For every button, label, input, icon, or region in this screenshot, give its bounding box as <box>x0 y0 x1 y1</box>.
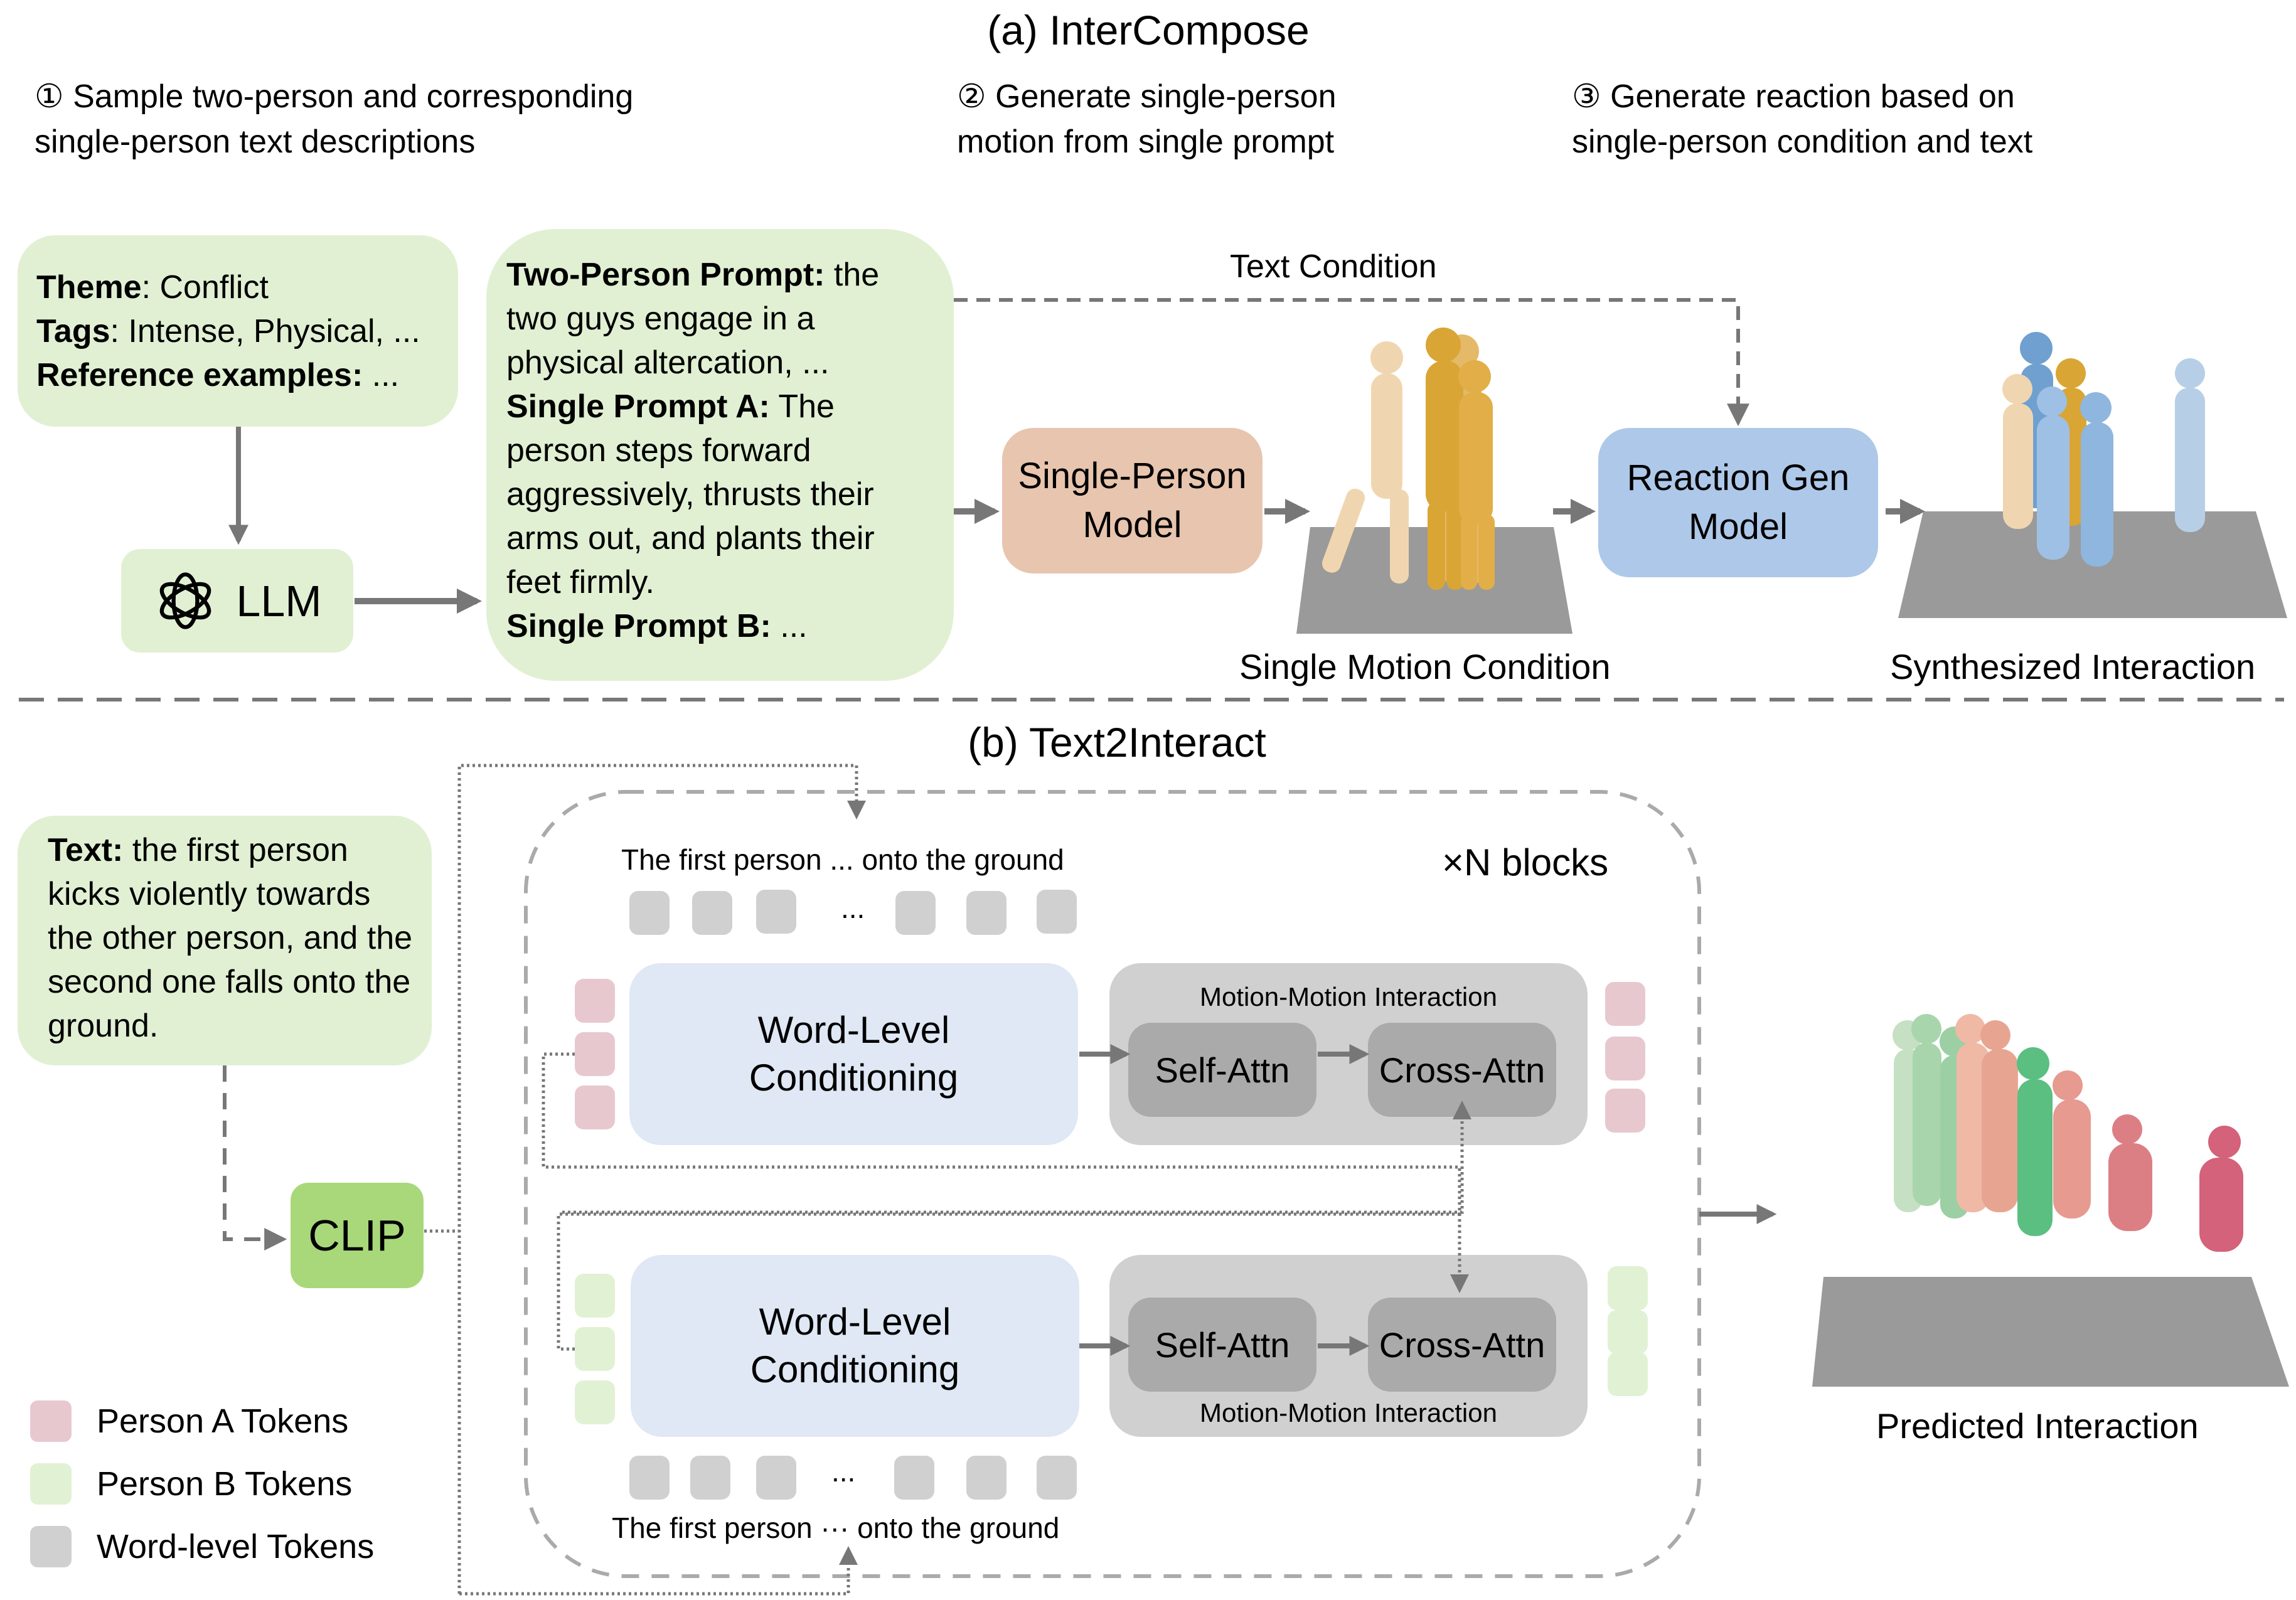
llm-box: LLM <box>121 549 353 653</box>
legend: Person A Tokens Person B Tokens Word-lev… <box>30 1390 374 1578</box>
input-text-box: Text: the first person kicks violently t… <box>18 816 432 1065</box>
person-a-token <box>1605 982 1645 1026</box>
tokens-ellipsis: ... <box>841 892 865 924</box>
word-token <box>629 1456 670 1500</box>
part-a-title: (a) InterCompose <box>987 7 1310 53</box>
motion-interaction-top: Motion-Motion Interaction Self-Attn Cros… <box>1109 963 1588 1145</box>
motion-interaction-bottom: Self-Attn Cross-Attn Motion-Motion Inter… <box>1109 1255 1588 1437</box>
word-token <box>692 891 732 935</box>
reference-value: ... <box>363 357 400 393</box>
single-motion-caption: Single Motion Condition <box>1239 647 1611 686</box>
legend-label-word-level: Word-level Tokens <box>97 1528 375 1565</box>
word-token <box>966 1456 1007 1500</box>
top-tokens-caption: The first person ... onto the ground <box>621 843 1064 876</box>
text-to-clip-connector <box>223 1065 287 1251</box>
legend-swatch-person-a <box>30 1400 72 1442</box>
word-token <box>756 890 796 934</box>
word-level-conditioning-bottom: Word-Level Conditioning <box>631 1255 1079 1437</box>
theme-label: Theme <box>36 269 142 306</box>
person-b-token <box>575 1274 615 1318</box>
person-b-token <box>1608 1310 1648 1354</box>
word-token <box>629 891 670 935</box>
legend-item-word-level: Word-level Tokens <box>30 1515 374 1578</box>
word-token <box>690 1456 730 1500</box>
legend-label-person-b: Person B Tokens <box>97 1465 353 1503</box>
motion-interaction-label: Motion-Motion Interaction <box>1200 982 1497 1011</box>
word-level-conditioning-top: Word-Level Conditioning <box>629 963 1078 1145</box>
cross-attn-block: Cross-Attn <box>1368 1298 1556 1392</box>
single-person-model-box: Single-Person Model <box>1002 428 1263 573</box>
two-person-prompt-label: Two-Person Prompt: <box>506 257 825 293</box>
word-token <box>895 891 936 935</box>
predicted-figures <box>1893 1014 2243 1252</box>
legend-swatch-person-b <box>30 1463 72 1505</box>
input-text-value: the first person kicks violently towards… <box>48 832 413 1044</box>
motion-interaction-label: Motion-Motion Interaction <box>1200 1398 1497 1427</box>
single-motion-render <box>1296 527 1572 634</box>
synthesized-interaction-caption: Synthesized Interaction <box>1890 647 2256 686</box>
person-a-token <box>575 1085 615 1129</box>
single-prompt-b-text: ... <box>771 608 808 644</box>
text-condition-connector <box>954 298 1749 427</box>
prompt-box: Two-Person Prompt: the two guys engage i… <box>486 229 954 681</box>
step-2-text: ② Generate single-person motion from sin… <box>957 78 1337 160</box>
single-prompt-a-text: The person steps forward aggressively, t… <box>506 388 875 600</box>
theme-value: : Conflict <box>141 269 269 306</box>
predicted-interaction-render <box>1812 1277 2289 1387</box>
tags-value: : Intense, Physical, ... <box>110 313 420 349</box>
reaction-gen-model-box: Reaction Gen Model <box>1598 428 1878 577</box>
reference-label: Reference examples: <box>36 357 363 393</box>
legend-label-person-a: Person A Tokens <box>97 1402 349 1440</box>
word-token <box>966 891 1007 935</box>
person-a-token <box>1605 1037 1645 1080</box>
person-b-token <box>1608 1352 1648 1396</box>
word-token <box>894 1456 934 1500</box>
person-a-token <box>1605 1089 1645 1133</box>
self-attn-block: Self-Attn <box>1128 1298 1316 1392</box>
blocks-count-label: ×N blocks <box>1442 841 1609 883</box>
synthesized-interaction-render <box>1898 511 2287 618</box>
text-condition-label: Text Condition <box>1230 248 1437 285</box>
self-attn-block: Self-Attn <box>1128 1023 1316 1117</box>
legend-item-person-a: Person A Tokens <box>30 1390 374 1453</box>
person-a-token <box>575 979 615 1023</box>
predicted-interaction-caption: Predicted Interaction <box>1876 1406 2199 1446</box>
llm-label: LLM <box>236 576 322 626</box>
step-3-text: ③ Generate reaction based on single-pers… <box>1572 78 2033 160</box>
single-prompt-b-label: Single Prompt B: <box>506 608 771 644</box>
person-b-token <box>575 1380 615 1424</box>
person-b-token <box>1608 1266 1648 1310</box>
theme-box: Theme: Conflict Tags: Intense, Physical,… <box>18 235 458 427</box>
bottom-tokens-caption: The first person ··· onto the ground <box>612 1512 1060 1544</box>
tags-label: Tags <box>36 313 110 349</box>
word-token <box>756 1456 796 1500</box>
two-person-prompt-text: the two guys engage in a physical alterc… <box>506 257 880 381</box>
word-token <box>1037 1456 1077 1500</box>
clip-to-bottom-tokens-connector <box>459 1546 858 1596</box>
step-1-text: ① Sample two-person and corresponding si… <box>35 78 634 160</box>
legend-item-person-b: Person B Tokens <box>30 1453 374 1515</box>
clip-box: CLIP <box>291 1183 424 1288</box>
single-prompt-a-label: Single Prompt A: <box>506 388 770 425</box>
text-label: Text: <box>48 832 124 868</box>
word-token <box>1037 890 1077 934</box>
cross-attn-block: Cross-Attn <box>1368 1023 1556 1117</box>
tokens-ellipsis: ... <box>831 1455 856 1488</box>
openai-logo-icon <box>152 568 218 634</box>
person-a-token <box>575 1032 615 1076</box>
legend-swatch-word-level <box>30 1526 72 1567</box>
person-b-token <box>575 1327 615 1371</box>
part-b-title: (b) Text2Interact <box>968 719 1266 765</box>
